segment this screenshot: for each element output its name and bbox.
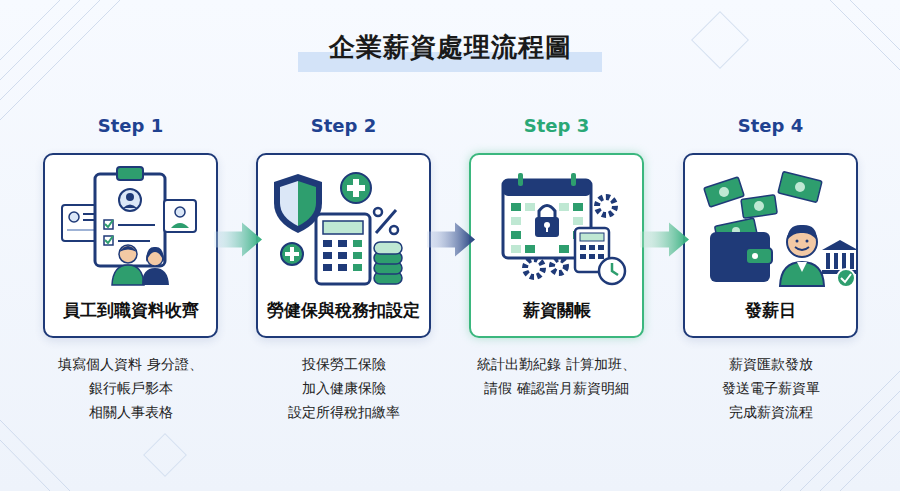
step-title: 薪資關帳: [471, 299, 642, 322]
flow-arrow: [427, 223, 475, 257]
step-description: 薪資匯款發放 發送電子薪資單 完成薪資流程: [691, 352, 851, 424]
diagram-title: 企業薪資處理流程圖: [0, 30, 900, 65]
process-card: Step 1員工到職資料收齊填寫個人資料 身分證、銀行帳戶影本 相關人事表格: [43, 153, 218, 338]
step-description: 統計出勤紀錄 計算加班、請假 確認當月薪資明細: [477, 352, 637, 400]
process-card: Step 4發薪日薪資匯款發放 發送電子薪資單 完成薪資流程: [683, 153, 858, 338]
insurance-tax-illustration: [274, 173, 402, 284]
step-label: Step 1: [25, 115, 236, 136]
payroll-closing-illustration: [503, 173, 625, 284]
process-card: Step 3薪資關帳統計出勤紀錄 計算加班、請假 確認當月薪資明細: [469, 153, 644, 338]
step-description: 填寫個人資料 身分證、銀行帳戶影本 相關人事表格: [51, 352, 211, 424]
step-description: 投保勞工保險 加入健康保險 設定所得稅扣繳率: [264, 352, 424, 424]
step-title: 員工到職資料收齊: [45, 299, 216, 322]
step-title: 發薪日: [685, 299, 856, 322]
step-label: Step 3: [451, 115, 662, 136]
onboarding-illustration: [62, 167, 196, 285]
payday-illustration: [704, 171, 858, 287]
step-title: 勞健保與稅務扣設定: [258, 299, 429, 322]
step-label: Step 4: [665, 115, 876, 136]
process-card: Step 2勞健保與稅務扣設定投保勞工保險 加入健康保險 設定所得稅扣繳率: [256, 153, 431, 338]
flow-arrow: [640, 223, 689, 257]
step-label: Step 2: [238, 115, 449, 136]
flow-arrow: [214, 223, 262, 257]
